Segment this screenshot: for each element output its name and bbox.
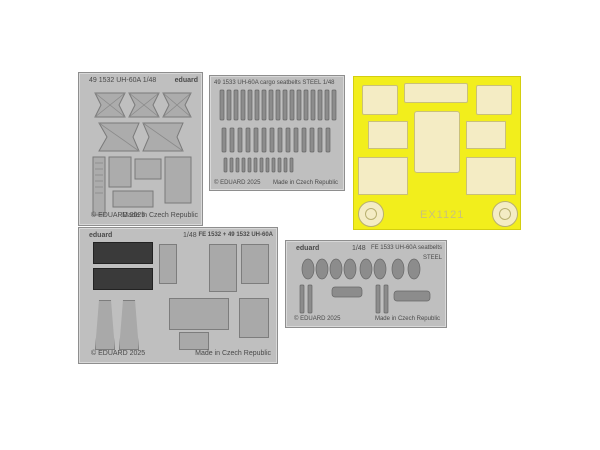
fret-scale: 1/48	[352, 245, 366, 252]
instrument-panel-upper	[93, 242, 153, 264]
photo-etch-fret-bottom-right: eduard 1/48 FE 1533 UH-60A seatbelts STE…	[285, 240, 447, 328]
photo-etch-fret-top-middle: 49 1533 UH-60A cargo seatbelts STEEL 1/4…	[209, 75, 345, 191]
photo-etch-fret-top-left: 49 1532 UH-60A 1/48 eduard © EDUARD 2025…	[78, 72, 203, 226]
fret-scale: 1/48	[183, 232, 197, 239]
collective-plate	[179, 332, 209, 350]
mask-code: EX1121	[420, 209, 465, 221]
fret-origin: Made in Czech Republic	[122, 212, 198, 219]
console-panel	[159, 244, 177, 284]
fret-origin: Made in Czech Republic	[195, 350, 271, 357]
mask-window-center	[414, 111, 460, 173]
photo-etch-fret-bottom-left: eduard 1/48 FE 1532 + 49 1532 UH-60A © E…	[78, 227, 278, 364]
fret-title: FE 1532 + 49 1532 UH-60A	[198, 232, 273, 238]
fret-title: FE 1533 UH-60A seatbelts	[370, 245, 442, 251]
fret-side-label: STEEL	[422, 255, 442, 261]
mask-wheel-right-inner	[499, 208, 511, 220]
mask-window-left	[362, 85, 398, 115]
cabin-floor-plate	[169, 298, 229, 330]
mask-window-top	[404, 83, 468, 103]
fret-brand: eduard	[296, 245, 320, 252]
side-panel	[241, 244, 269, 284]
mask-wheel-left-inner	[365, 208, 377, 220]
seat-frame-left	[95, 300, 115, 350]
harness-parts-graphic	[299, 258, 431, 314]
overhead-panel	[209, 244, 237, 292]
fret-brand: eduard	[89, 232, 113, 239]
fret-brand: eduard	[174, 77, 198, 84]
fret-copyright: © EDUARD 2025	[91, 212, 146, 219]
mask-window-right	[476, 85, 512, 115]
canopy-mask-sheet: EX1121	[353, 76, 521, 230]
fret-copyright: © EDUARD 2025	[294, 316, 341, 322]
fret-title: 49 1532 UH-60A 1/48	[89, 77, 157, 84]
etched-parts-graphic	[92, 92, 192, 216]
mask-panel-right	[466, 121, 506, 149]
fret-origin: Made in Czech Republic	[272, 180, 338, 186]
fret-title: 49 1533 UH-60A cargo seatbelts STEEL 1/4…	[214, 80, 335, 86]
pedal-plate	[239, 298, 269, 338]
mask-panel-left	[368, 121, 408, 149]
fret-origin: Made in Czech Republic	[374, 316, 440, 322]
instrument-panel-lower	[93, 268, 153, 290]
mask-side-right	[466, 157, 516, 195]
seatbelt-strips-graphic	[219, 89, 337, 173]
seat-frame-right	[119, 300, 139, 350]
mask-side-left	[358, 157, 408, 195]
fret-copyright: © EDUARD 2025	[214, 180, 261, 186]
fret-copyright: © EDUARD 2025	[91, 350, 146, 357]
